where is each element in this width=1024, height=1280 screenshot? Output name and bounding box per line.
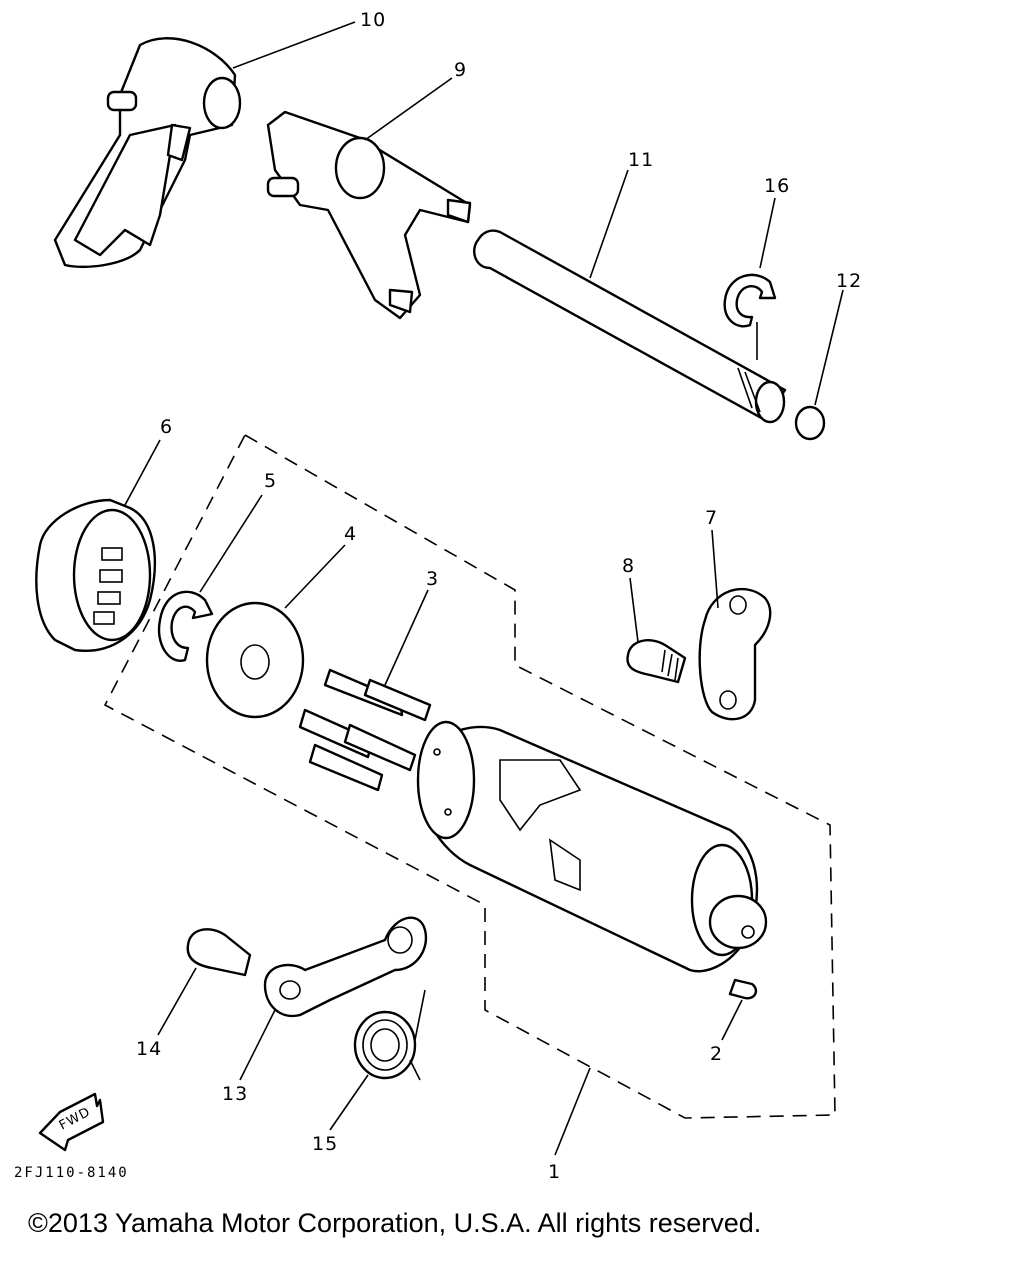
callout-1: 1 (548, 1161, 561, 1183)
plate-7 (698, 587, 772, 721)
callout-13: 13 (222, 1083, 248, 1105)
pin-2 (728, 978, 758, 1000)
callout-6: 6 (160, 416, 173, 438)
callout-2: 2 (710, 1043, 723, 1065)
shift-fork-9 (266, 110, 472, 320)
callout-5: 5 (264, 470, 277, 492)
leader-lines (124, 21, 844, 1156)
copyright-notice: ©2013 Yamaha Motor Corporation, U.S.A. A… (28, 1208, 762, 1238)
callout-15: 15 (312, 1133, 338, 1155)
shift-drum-1 (416, 720, 768, 973)
callout-10: 10 (360, 9, 386, 31)
callout-8: 8 (622, 555, 635, 577)
fwd-direction-arrow: FWD (38, 1092, 105, 1152)
callout-11: 11 (628, 149, 654, 171)
lever-13 (263, 916, 428, 1018)
o-ring-12 (794, 405, 826, 441)
circlip-5 (157, 590, 214, 662)
pins-3 (298, 668, 432, 792)
diagram-code: 2FJ110-8140 (14, 1165, 129, 1181)
circlip-16 (723, 273, 777, 328)
callout-9: 9 (454, 59, 467, 81)
callout-4: 4 (344, 523, 357, 545)
shift-fork-10 (53, 37, 242, 268)
bearing-6 (35, 498, 156, 652)
guide-bar-11 (473, 229, 787, 424)
callout-16: 16 (764, 175, 790, 197)
assembly-boundary-dashed (103, 433, 836, 1119)
callout-12: 12 (836, 270, 862, 292)
callout-3: 3 (426, 568, 439, 590)
spring-15 (353, 989, 426, 1081)
callout-14: 14 (136, 1038, 162, 1060)
bolt-8 (626, 639, 687, 684)
callout-7: 7 (705, 507, 718, 529)
bolt-14 (186, 928, 252, 977)
plate-washer-4 (205, 601, 305, 719)
